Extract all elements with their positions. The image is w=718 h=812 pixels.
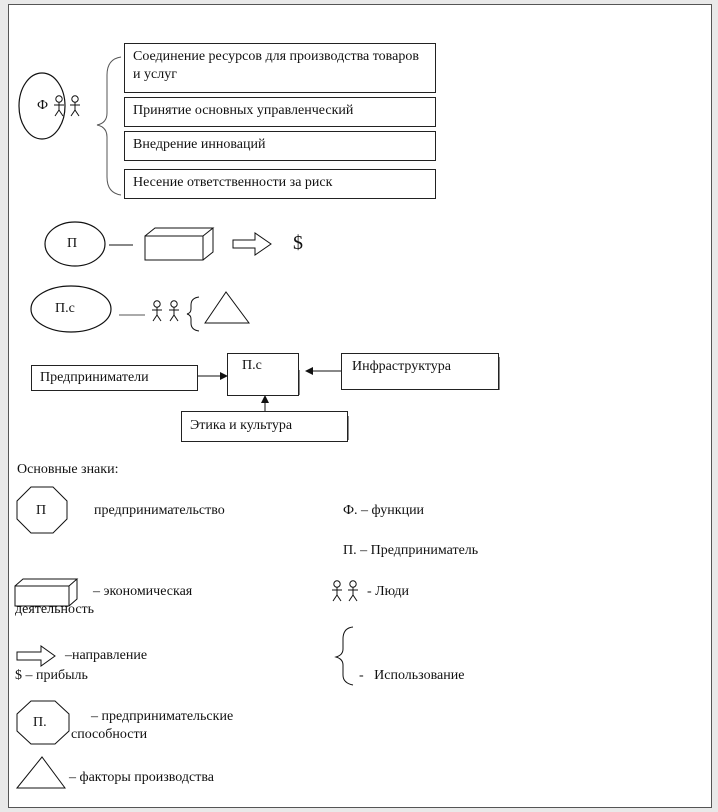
legend-usage: - Использование	[359, 668, 465, 683]
legend-functions: Ф. – функции	[343, 503, 425, 518]
legend-triangle-icon	[15, 756, 66, 789]
person-icon	[53, 95, 65, 117]
legend-octagon-ps-symbol: П.	[33, 715, 47, 730]
system-center-box: П.с	[227, 353, 299, 396]
legend-economic-activity: – экономическая деятельность	[15, 584, 193, 617]
entrepreneurs-box: Предприниматели	[31, 365, 198, 391]
production-triangle-icon	[204, 291, 250, 324]
infrastructure-box: Инфраструктура	[341, 353, 499, 390]
diagram-graphics	[14, 56, 500, 789]
functions-brace	[96, 56, 122, 196]
person-icon	[347, 580, 359, 602]
functions-symbol: Ф	[37, 98, 49, 113]
legend-octagon-p-symbol: П	[36, 503, 47, 518]
person-icon	[331, 580, 343, 602]
function-item-1: Соединение ресурсов для производства тов…	[124, 43, 436, 93]
entrepreneur-ellipse	[44, 221, 106, 267]
octagon-ps-icon	[16, 700, 70, 745]
function-item-4: Несение ответственности за риск	[124, 169, 436, 199]
legend-direction-arrow-icon	[16, 645, 56, 667]
economic-activity-box-icon	[144, 227, 215, 261]
person-icon	[168, 300, 180, 322]
functions-ellipse	[18, 72, 66, 140]
direction-arrow-icon	[232, 232, 272, 256]
legend-title: Основные знаки:	[17, 462, 119, 477]
function-item-3: Внедрение инноваций	[124, 131, 436, 161]
ability-brace	[186, 296, 200, 332]
document-page: Ф Соединение ресурсов для производства т…	[8, 4, 712, 808]
person-icon	[69, 95, 81, 117]
octagon-p-icon	[16, 486, 68, 534]
legend-profit: $ – прибыль	[15, 668, 88, 683]
legend-economic-box-icon	[14, 578, 79, 607]
legend-direction: –направление	[65, 648, 148, 663]
ethics-culture-box: Этика и культура	[181, 411, 348, 442]
legend-brace-icon	[334, 626, 354, 686]
legend-entrepreneurial-abilities: – предпринимательские способности	[71, 709, 234, 742]
ability-symbol: П.с	[55, 301, 75, 316]
legend-entrepreneur: П. – Предприниматель	[343, 543, 479, 558]
legend-entrepreneurship: предпринимательство	[94, 503, 225, 518]
profit-symbol: $	[293, 232, 303, 254]
legend-people: - Люди	[367, 584, 410, 599]
function-item-2: Принятие основных управленческий	[124, 97, 436, 127]
legend-production-factors: – факторы производства	[69, 770, 214, 785]
ability-ellipse	[30, 285, 112, 333]
person-icon	[151, 300, 163, 322]
entrepreneur-symbol: П	[67, 236, 78, 251]
